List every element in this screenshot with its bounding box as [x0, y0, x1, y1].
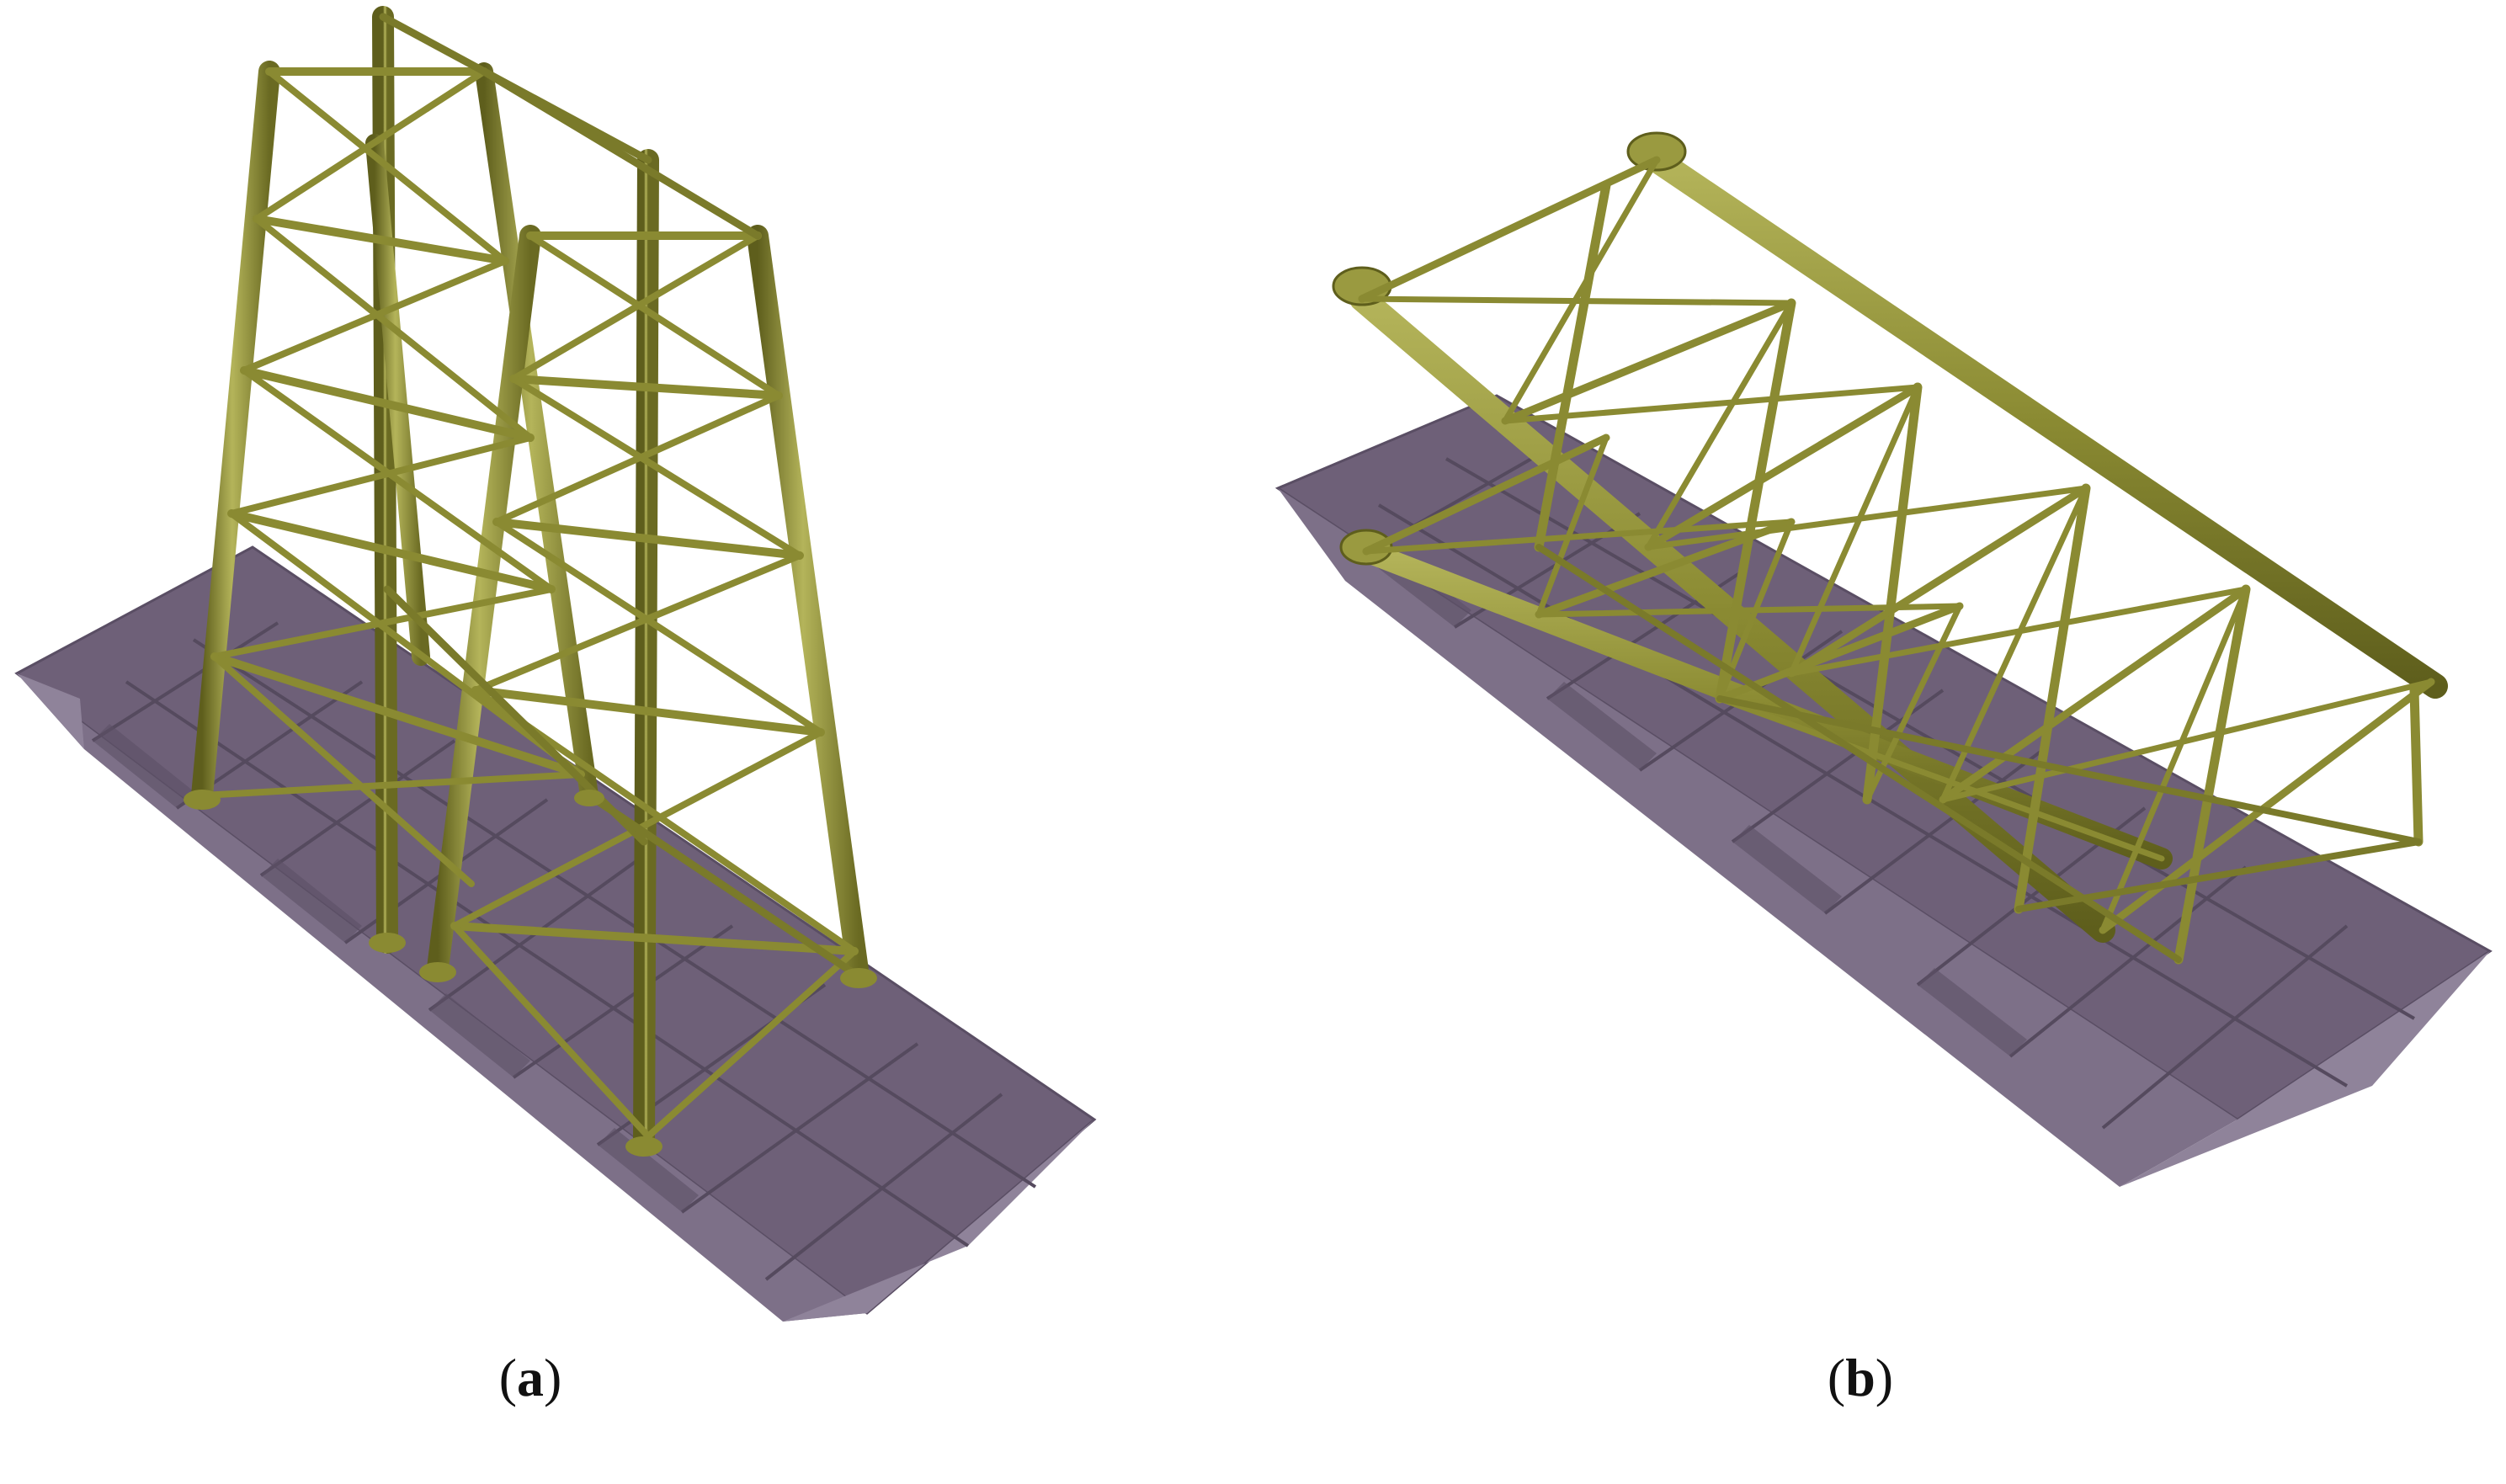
panel-a: (a)	[14, 6, 1097, 1407]
panel-b: (b)	[1253, 0, 2506, 1484]
caption-b: (b)	[1827, 1348, 1894, 1407]
jacket-structure-a	[184, 6, 877, 1157]
caption-a: (a)	[498, 1348, 562, 1407]
jacket-structure-b	[1332, 131, 2448, 965]
panel-a-illustration	[14, 6, 1097, 1322]
panel-b-illustration	[1274, 131, 2493, 1187]
